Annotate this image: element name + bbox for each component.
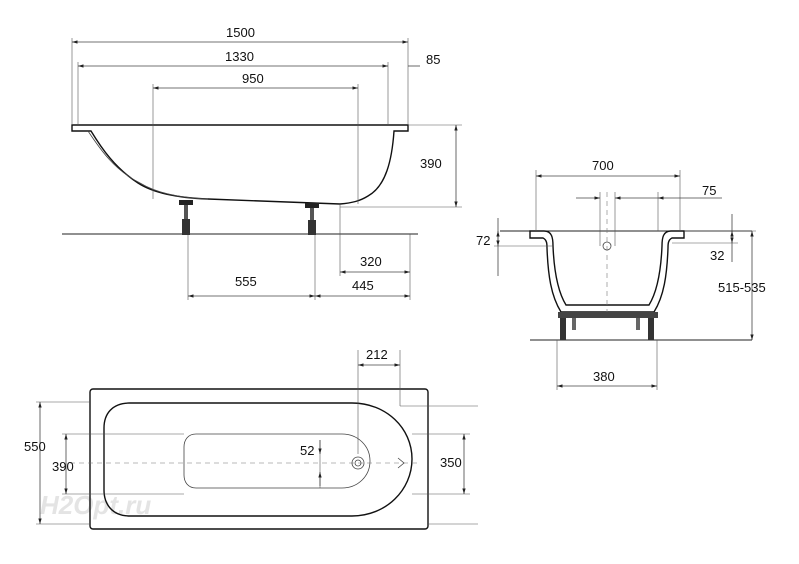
watermark-text: H2Opt.ru	[40, 490, 151, 520]
plan-outer-rim	[89, 388, 429, 530]
dim-rim-drop: 32	[710, 248, 724, 263]
side-leg-right	[305, 203, 319, 235]
dim-end-leg-spacing: 380	[593, 369, 615, 384]
plan-bottom-outline	[183, 433, 371, 489]
dim-plan-width-outer: 550	[24, 439, 46, 454]
overflow-icon	[397, 457, 405, 469]
plan-inner-basin	[103, 402, 413, 517]
drain-icon-inner	[354, 459, 362, 467]
dim-plan-width-inner: 390	[52, 459, 74, 474]
plan-view: 550 390 212 52 350	[24, 347, 478, 530]
dim-end-height: 515-535	[718, 280, 766, 295]
dim-leg-offset: 445	[352, 278, 374, 293]
dim-rim: 85	[426, 52, 440, 67]
dim-depth: 390	[420, 156, 442, 171]
dim-leg-spacing: 555	[235, 274, 257, 289]
side-leg-left	[179, 200, 193, 235]
tub-inner-line	[87, 130, 209, 200]
drain-icon	[351, 456, 365, 470]
tub-side-outline	[71, 124, 409, 205]
end-view: 700 75 72 32 515-535 380	[476, 158, 766, 390]
tub-end-outline	[529, 230, 685, 313]
dim-plan-drain-offset: 52	[300, 443, 314, 458]
end-frame	[558, 312, 658, 318]
dim-end-rim: 75	[702, 183, 716, 198]
dim-width-top: 700	[592, 158, 614, 173]
dim-plan-end-width: 350	[440, 455, 462, 470]
side-view: 1500 1330 950 85 390 320 555 445	[62, 25, 462, 300]
dim-length-total: 1500	[226, 25, 255, 40]
dim-plan-drain-distance: 212	[366, 347, 388, 362]
dim-rim-height: 72	[476, 233, 490, 248]
dim-drain-offset: 320	[360, 254, 382, 269]
dim-length-bottom: 950	[242, 71, 264, 86]
dim-length-inner: 1330	[225, 49, 254, 64]
end-legs	[560, 318, 654, 340]
